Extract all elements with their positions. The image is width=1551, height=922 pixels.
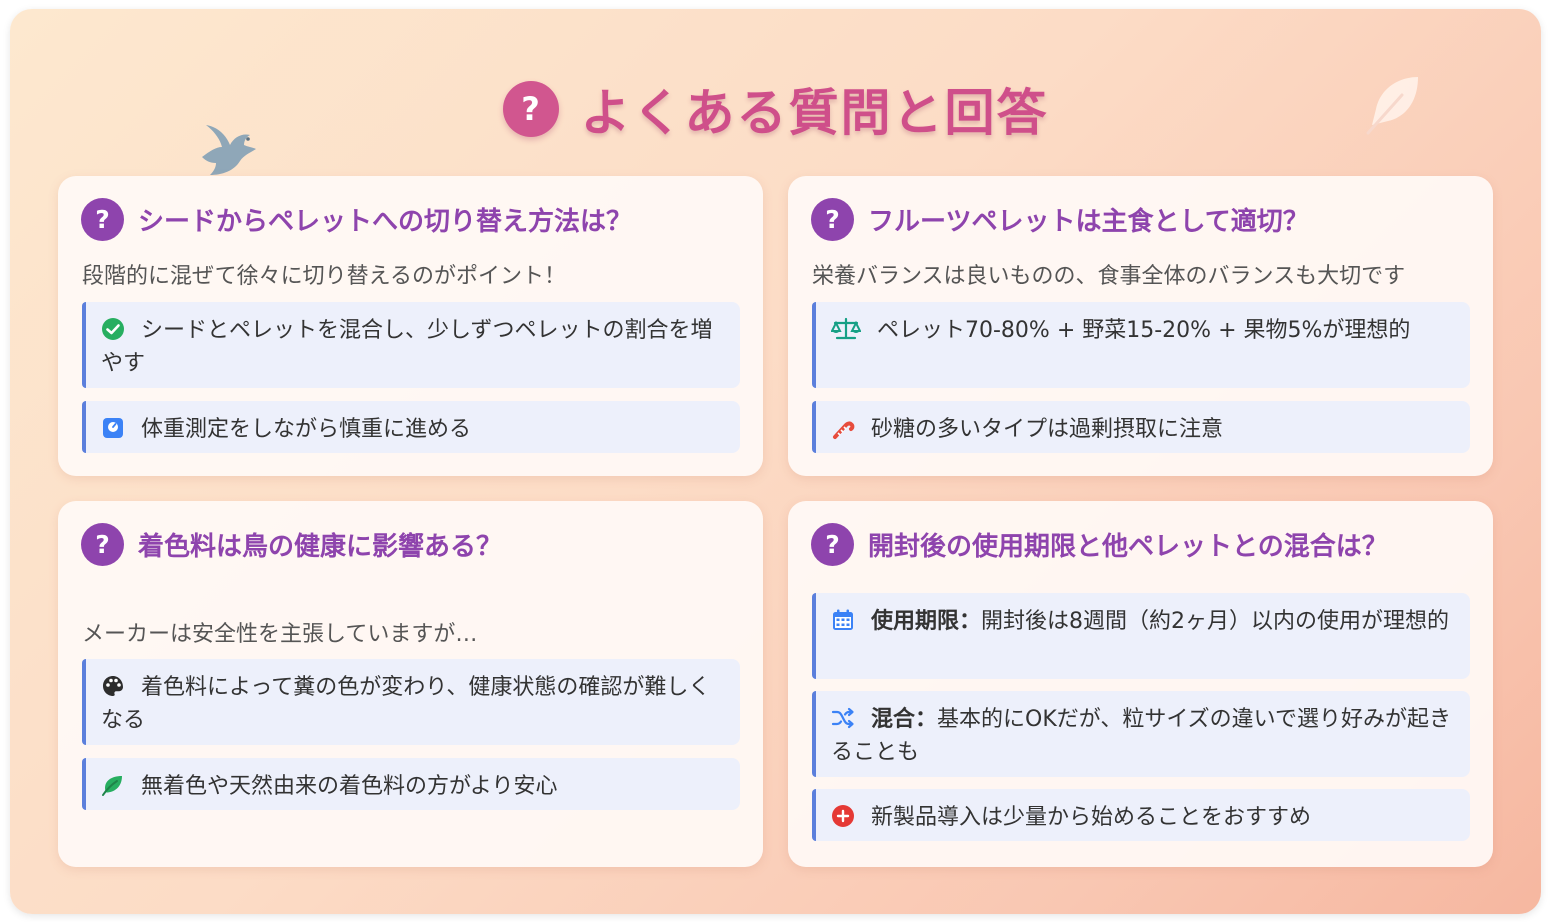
plus-circle-icon [831, 804, 855, 828]
question-mark-icon: ? [502, 81, 559, 137]
question-title: フルーツペレットは主食として適切？ [868, 207, 1309, 237]
question-mark-icon: ? [811, 523, 854, 566]
question-title: 着色料は鳥の健康に影響ある？ [138, 532, 503, 562]
faq-panel: ? よくある質問と回答 ? シードからペレットへの切り替え方法は？ 段階的に混ぜ… [10, 9, 1541, 914]
answer-point: 砂糖の多いタイプは過剰摂取に注意 [812, 401, 1470, 453]
faq-card-expiry-mixing: ? 開封後の使用期限と他ペレットとの混合は？ 使用期限：開封後は8週間（約2ヶ月… [788, 501, 1493, 867]
balance-scale-icon [831, 317, 861, 341]
weight-scale-icon [101, 416, 125, 440]
question-mark-icon: ? [81, 198, 124, 241]
point-label: 混合： [871, 707, 938, 732]
point-text: 着色料によって糞の色が変わり、健康状態の確認が難しくなる [101, 675, 711, 733]
feather-icon [1366, 77, 1418, 135]
faq-question: ? 着色料は鳥の健康に影響ある？ [81, 523, 502, 566]
point-text: ペレット70-80% + 野菜15-20% + 果物5%が理想的 [877, 318, 1411, 343]
faq-question: ? シードからペレットへの切り替え方法は？ [81, 198, 632, 241]
answer-point: 着色料によって糞の色が変わり、健康状態の確認が難しくなる [82, 659, 740, 745]
point-text: 新製品導入は少量から始めることをおすすめ [871, 805, 1312, 830]
question-title: 開封後の使用期限と他ペレットとの混合は？ [868, 532, 1388, 562]
faq-question: ? 開封後の使用期限と他ペレットとの混合は？ [811, 523, 1388, 566]
dove-icon [202, 125, 256, 175]
answer-point: 混合：基本的にOKだが、粒サイズの違いで選り好みが起きることも [812, 691, 1470, 777]
page-title: よくある質問と回答 [580, 84, 1049, 142]
candy-cane-icon [831, 416, 855, 440]
point-text: 開封後は8週間（約2ヶ月）以内の使用が理想的 [981, 609, 1450, 634]
faq-card-fruit-pellet: ? フルーツペレットは主食として適切？ 栄養バランスは良いものの、食事全体のバラ… [788, 176, 1493, 476]
palette-icon [101, 674, 125, 698]
page-header: ? よくある質問と回答 [10, 71, 1541, 147]
check-circle-icon [101, 317, 125, 341]
answer-point: 新製品導入は少量から始めることをおすすめ [812, 789, 1470, 841]
point-text: シードとペレットを混合し、少しずつペレットの割合を増やす [101, 318, 713, 376]
point-text: 無着色や天然由来の着色料の方がより安心 [141, 774, 558, 799]
answer-point: 体重測定をしながら慎重に進める [82, 401, 740, 453]
question-mark-icon: ? [81, 523, 124, 566]
answer-point: 使用期限：開封後は8週間（約2ヶ月）以内の使用が理想的 [812, 593, 1470, 679]
leaf-icon [101, 773, 125, 797]
calendar-icon [831, 608, 855, 632]
answer-summary: 栄養バランスは良いものの、食事全体のバランスも大切です [812, 264, 1406, 289]
shuffle-icon [831, 706, 855, 730]
point-label: 使用期限： [871, 609, 982, 634]
faq-card-coloring: ? 着色料は鳥の健康に影響ある？ メーカーは安全性を主張していますが… 着色料に… [58, 501, 763, 867]
point-text: 砂糖の多いタイプは過剰摂取に注意 [871, 417, 1224, 442]
answer-summary: 段階的に混ぜて徐々に切り替えるのがポイント！ [82, 264, 567, 289]
point-text: 体重測定をしながら慎重に進める [141, 417, 472, 442]
answer-point: ペレット70-80% + 野菜15-20% + 果物5%が理想的 [812, 302, 1470, 388]
answer-point: シードとペレットを混合し、少しずつペレットの割合を増やす [82, 302, 740, 388]
answer-point: 無着色や天然由来の着色料の方がより安心 [82, 758, 740, 810]
point-text: 基本的にOKだが、粒サイズの違いで選り好みが起きることも [831, 707, 1452, 765]
question-mark-icon: ? [811, 198, 854, 241]
faq-question: ? フルーツペレットは主食として適切？ [811, 198, 1309, 241]
question-title: シードからペレットへの切り替え方法は？ [138, 207, 633, 237]
faq-card-switching: ? シードからペレットへの切り替え方法は？ 段階的に混ぜて徐々に切り替えるのがポ… [58, 176, 763, 476]
answer-summary: メーカーは安全性を主張していますが… [82, 622, 478, 647]
